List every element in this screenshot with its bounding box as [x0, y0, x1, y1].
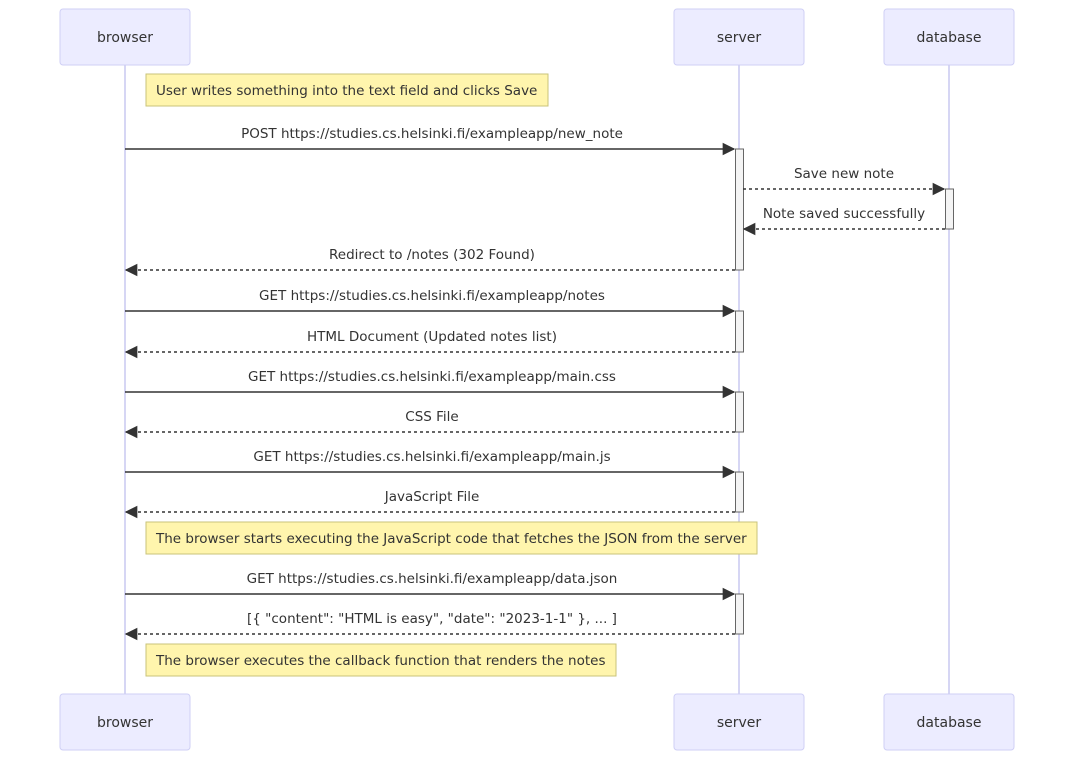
actor-server-top: server	[673, 8, 805, 66]
actor-label: server	[717, 30, 762, 46]
message: Save new note	[743, 166, 946, 196]
activation-server	[735, 310, 744, 353]
activation-database	[945, 188, 954, 230]
actor-label: server	[717, 715, 762, 731]
message: [{ "content": "HTML is easy", "date": "2…	[124, 611, 735, 641]
actor-box	[59, 8, 191, 66]
note: The browser executes the callback functi…	[145, 643, 617, 677]
message: POST https://studies.cs.helsinki.fi/exam…	[125, 126, 736, 156]
message: GET https://studies.cs.helsinki.fi/examp…	[125, 369, 736, 399]
messages: POST https://studies.cs.helsinki.fi/exam…	[124, 126, 946, 641]
message: HTML Document (Updated notes list)	[124, 329, 735, 359]
activation-server	[735, 391, 744, 433]
note-text: The browser starts executing the JavaScr…	[155, 531, 747, 547]
actor-browser-bottom: browser	[59, 693, 191, 751]
message-label: GET https://studies.cs.helsinki.fi/examp…	[248, 369, 616, 385]
actor-database-top: database	[883, 8, 1015, 66]
actor-box	[673, 8, 805, 66]
actor-database-bottom: database	[883, 693, 1015, 751]
actor-box	[883, 8, 1015, 66]
message: GET https://studies.cs.helsinki.fi/examp…	[125, 449, 736, 479]
message-label: Save new note	[794, 166, 894, 182]
actors: browser browser server server database databa…	[59, 8, 1015, 751]
actor-browser-top: browser	[59, 8, 191, 66]
actor-box	[883, 693, 1015, 751]
actor-label: browser	[97, 30, 153, 46]
message-label: JavaScript File	[384, 489, 480, 505]
message-label: HTML Document (Updated notes list)	[307, 329, 557, 345]
note-box	[145, 73, 549, 107]
message-label: CSS File	[405, 409, 458, 425]
message-label: POST https://studies.cs.helsinki.fi/exam…	[241, 126, 623, 142]
activation-server	[735, 593, 744, 635]
notes: User writes something into the text fiel…	[145, 73, 758, 677]
actor-label: database	[917, 715, 982, 731]
actor-label: browser	[97, 715, 153, 731]
message: CSS File	[124, 409, 735, 439]
activations	[735, 148, 954, 635]
note-text: The browser executes the callback functi…	[155, 653, 605, 669]
actor-label: database	[917, 30, 982, 46]
message: Note saved successfully	[742, 206, 945, 236]
message-label: [{ "content": "HTML is easy", "date": "2…	[247, 611, 617, 627]
message-label: Redirect to /notes (302 Found)	[329, 247, 535, 263]
activation-server	[735, 471, 744, 513]
message-label: GET https://studies.cs.helsinki.fi/examp…	[253, 449, 610, 465]
note-box	[145, 643, 617, 677]
actor-server-bottom: server	[673, 693, 805, 751]
note-text: User writes something into the text fiel…	[156, 83, 537, 99]
message: Redirect to /notes (302 Found)	[124, 247, 735, 277]
message-label: GET https://studies.cs.helsinki.fi/examp…	[259, 288, 605, 304]
actor-box	[673, 693, 805, 751]
message-label: GET https://studies.cs.helsinki.fi/examp…	[247, 571, 618, 587]
actor-box	[59, 693, 191, 751]
note: User writes something into the text fiel…	[145, 73, 549, 107]
note: The browser starts executing the JavaScr…	[145, 521, 758, 555]
message: GET https://studies.cs.helsinki.fi/examp…	[125, 288, 736, 318]
note-box	[145, 521, 758, 555]
message-label: Note saved successfully	[763, 206, 925, 222]
message: JavaScript File	[124, 489, 735, 519]
message: GET https://studies.cs.helsinki.fi/examp…	[125, 571, 736, 601]
activation-server	[735, 148, 744, 271]
